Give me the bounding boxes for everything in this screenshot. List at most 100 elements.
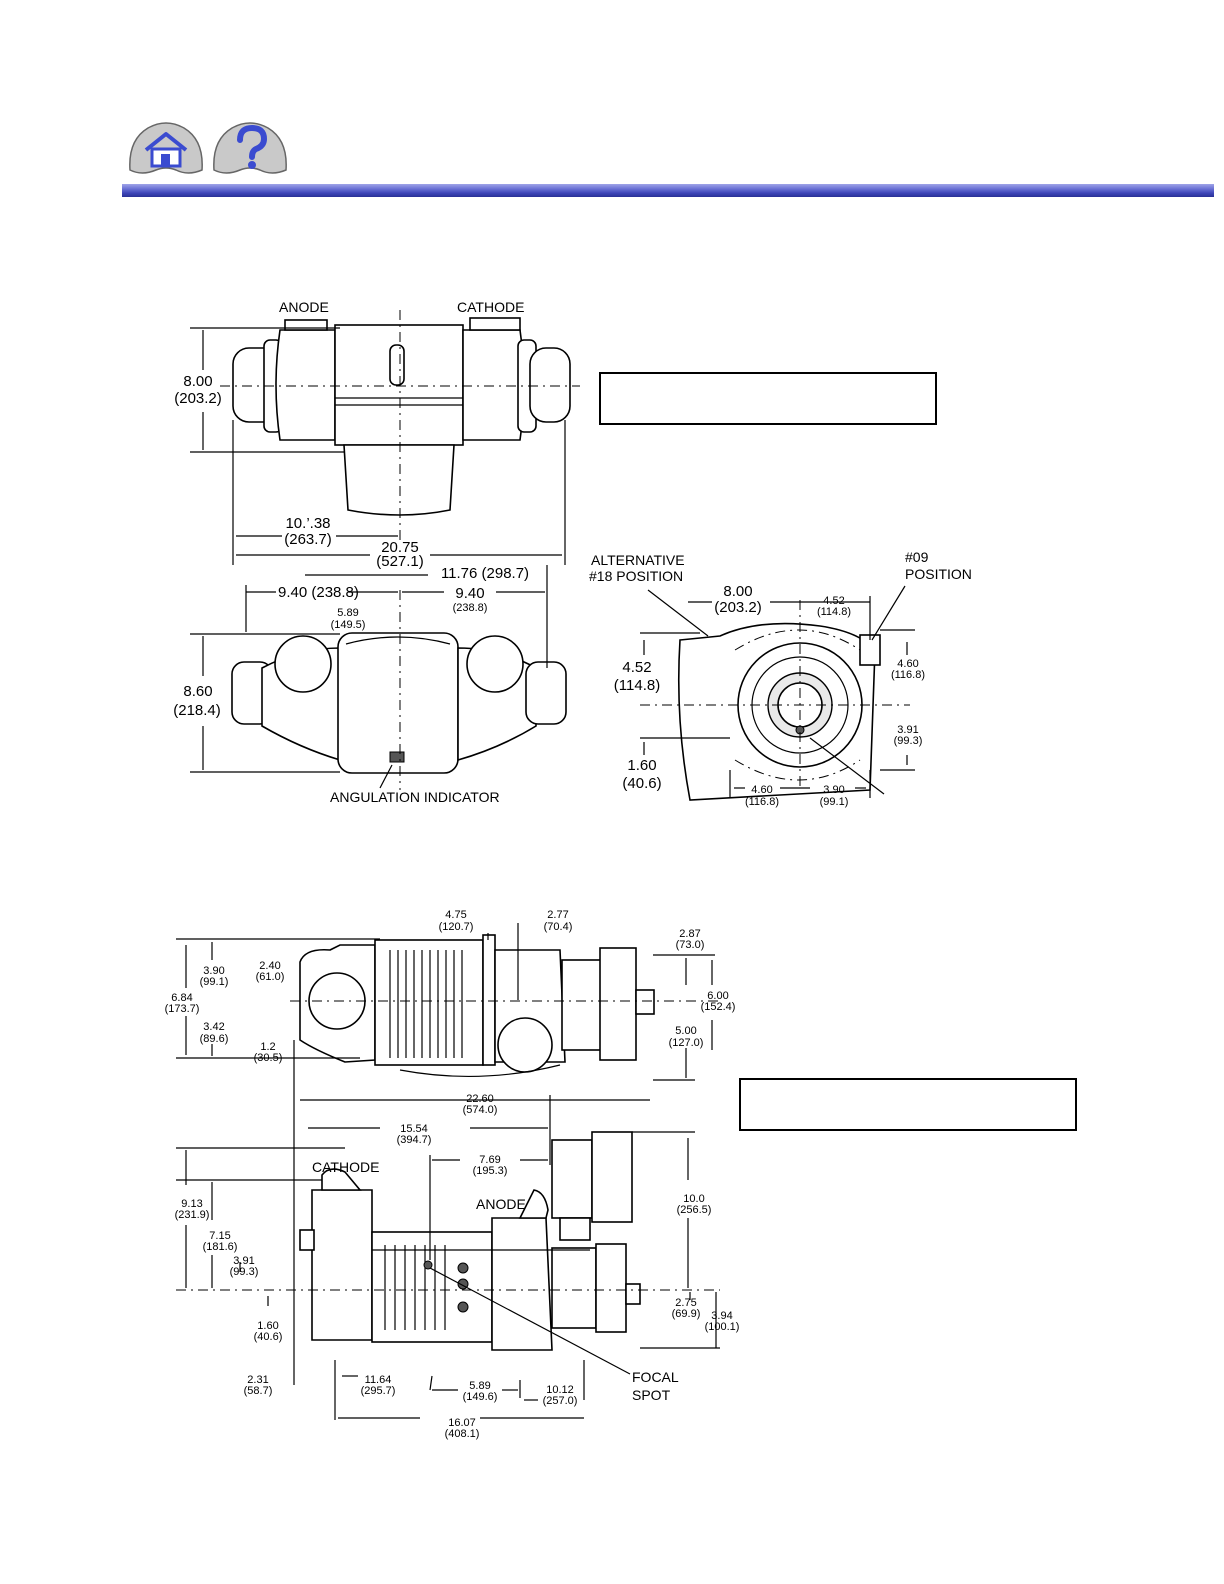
end-right-upper-dim-mm: (116.8) [890, 669, 926, 681]
side-anode-label: ANODE [476, 1196, 526, 1212]
side-dim-3: 9.13 [181, 1198, 203, 1210]
top-total-length-dim-mm: (527.1) [376, 553, 424, 570]
help-button[interactable] [210, 118, 290, 180]
end-base-left-dim-mm: (116.8) [744, 796, 780, 808]
side-dim-7: 10.0 [683, 1193, 705, 1205]
front-span-right-dim: 11.76 (298.7) [428, 566, 542, 581]
side-top-dim-7: 6.00 [707, 990, 729, 1002]
side-top-dim-3-mm: (73.0) [675, 939, 705, 951]
top-anode-label: ANODE [279, 299, 329, 315]
end-right-lower-dim-mm: (99.3) [893, 735, 923, 747]
side-top-dim-1: 4.75 [445, 909, 467, 921]
side-dim-9: 3.94 [711, 1310, 733, 1322]
end-base-left-dim: 4.60 [751, 784, 773, 796]
side-dim-11: 11.64 [364, 1374, 392, 1386]
side-dim-6-mm: (40.6) [253, 1331, 283, 1343]
caption-box-top [599, 372, 937, 425]
focal-spot-label-1: FOCAL [632, 1369, 679, 1385]
end-width-dim-mm: (203.2) [714, 599, 762, 616]
end-left-height-dim-mm: (114.8) [613, 677, 661, 694]
top-total-length-dim: 20.75 [381, 539, 419, 556]
side-top-dim-5-mm: (61.0) [255, 971, 285, 983]
side-dim-12: 5.89 [469, 1380, 491, 1392]
top-height-dim: 8.00 [183, 373, 213, 390]
end-left-height-dim: 4.52 [622, 659, 652, 676]
end-right-lower-dim: 3.91 [897, 724, 919, 736]
front-center-dim: 5.89 [337, 607, 359, 619]
side-dim-3-mm: (231.9) [174, 1209, 210, 1221]
side-dim-13-mm: (257.0) [542, 1395, 578, 1407]
end-view-outline [677, 622, 881, 801]
side-dim-8-mm: (69.9) [671, 1308, 701, 1320]
side-length-dim: 22.60 [466, 1093, 494, 1105]
side-top-dim-6: 6.84 [171, 992, 193, 1004]
side-dim-2-mm: (195.3) [472, 1165, 508, 1177]
end-top-offset-dim: 4.52 [823, 595, 845, 607]
end-base-right-dim-mm: (99.1) [819, 796, 849, 808]
help-icon [213, 122, 287, 174]
position-09-label-1: #09 [905, 549, 929, 565]
side-dim-10-mm: (58.7) [243, 1385, 273, 1397]
home-button[interactable] [126, 118, 206, 180]
side-length-dim-mm: (574.0) [462, 1104, 498, 1116]
side-dim-1: 15.54 [400, 1123, 428, 1135]
front-right-offset-dim-mm: (238.8) [452, 602, 488, 614]
side-dim-10: 2.31 [247, 1374, 269, 1386]
side-dim-1-mm: (394.7) [396, 1134, 432, 1146]
side-top-dim-1-mm: (120.7) [438, 921, 474, 933]
top-half-length-dim-mm: (263.7) [284, 531, 332, 548]
front-height-dim: 8.60 [183, 683, 213, 700]
side-top-dim-8: 3.42 [203, 1021, 225, 1033]
front-height-dim-mm: (218.4) [173, 702, 221, 719]
side-dim-11-mm: (295.7) [360, 1385, 396, 1397]
alternative-position-label-1: ALTERNATIVE [591, 552, 685, 568]
side-top-outline [299, 934, 655, 1077]
side-dim-14: 16.07 [448, 1417, 476, 1429]
home-icon [129, 122, 203, 174]
front-right-offset-dim: 9.40 [455, 585, 485, 602]
front-center-dim-mm: (149.5) [330, 619, 366, 631]
side-dim-5-mm: (99.3) [229, 1266, 259, 1278]
side-top-dim-10-mm: (127.0) [668, 1037, 704, 1049]
top-half-length-dim: 10.’.38 [285, 515, 331, 532]
side-dim-2: 7.69 [479, 1154, 501, 1166]
side-top-dim-5: 2.40 [259, 960, 281, 972]
side-dim-8: 2.75 [675, 1297, 697, 1309]
front-left-offset-dim: 9.40 (238.8) [278, 584, 359, 601]
side-dim-5: 3.91 [233, 1255, 255, 1267]
side-top-dim-8-mm: (89.6) [199, 1033, 229, 1045]
side-top-dim-3: 2.87 [679, 928, 701, 940]
end-width-dim: 8.00 [723, 583, 753, 600]
header-rule [122, 184, 1214, 197]
top-view-outline [232, 317, 571, 516]
side-dim-12-mm: (149.6) [462, 1391, 498, 1403]
top-cathode-label: CATHODE [457, 299, 525, 315]
side-dim-4-mm: (181.6) [202, 1241, 238, 1253]
end-bottom-dim: 1.60 [627, 757, 657, 774]
side-dim-13: 10.12 [546, 1384, 574, 1396]
focal-spot-label-2: SPOT [632, 1387, 671, 1403]
end-base-right-dim: 3.90 [823, 784, 845, 796]
side-top-dim-10: 5.00 [675, 1025, 697, 1037]
side-dim-14-mm: (408.1) [444, 1428, 480, 1440]
side-top-dim-4: 3.90 [203, 965, 225, 977]
alternative-position-label-2: #18 POSITION [589, 568, 684, 584]
side-top-dim-2: 2.77 [547, 909, 569, 921]
side-dim-6: 1.60 [257, 1320, 279, 1332]
side-dim-4: 7.15 [209, 1230, 231, 1242]
end-top-offset-dim-mm: (114.8) [816, 606, 852, 618]
side-top-dim-9: 1.2 [260, 1041, 276, 1053]
caption-box-bottom [739, 1078, 1077, 1131]
top-height-dim-mm: (203.2) [174, 390, 222, 407]
side-top-dim-6-mm: (173.7) [164, 1003, 200, 1015]
end-bottom-dim-mm: (40.6) [622, 775, 662, 792]
front-view-outline [231, 632, 567, 774]
position-09-label-2: POSITION [905, 566, 972, 582]
side-top-dim-9-mm: (30.5) [253, 1052, 283, 1064]
side-top-dim-7-mm: (152.4) [700, 1001, 736, 1013]
angulation-indicator-label: ANGULATION INDICATOR [330, 789, 500, 805]
end-right-upper-dim: 4.60 [897, 658, 919, 670]
side-dim-7-mm: (256.5) [676, 1204, 712, 1216]
side-dim-9-mm: (100.1) [704, 1321, 740, 1333]
